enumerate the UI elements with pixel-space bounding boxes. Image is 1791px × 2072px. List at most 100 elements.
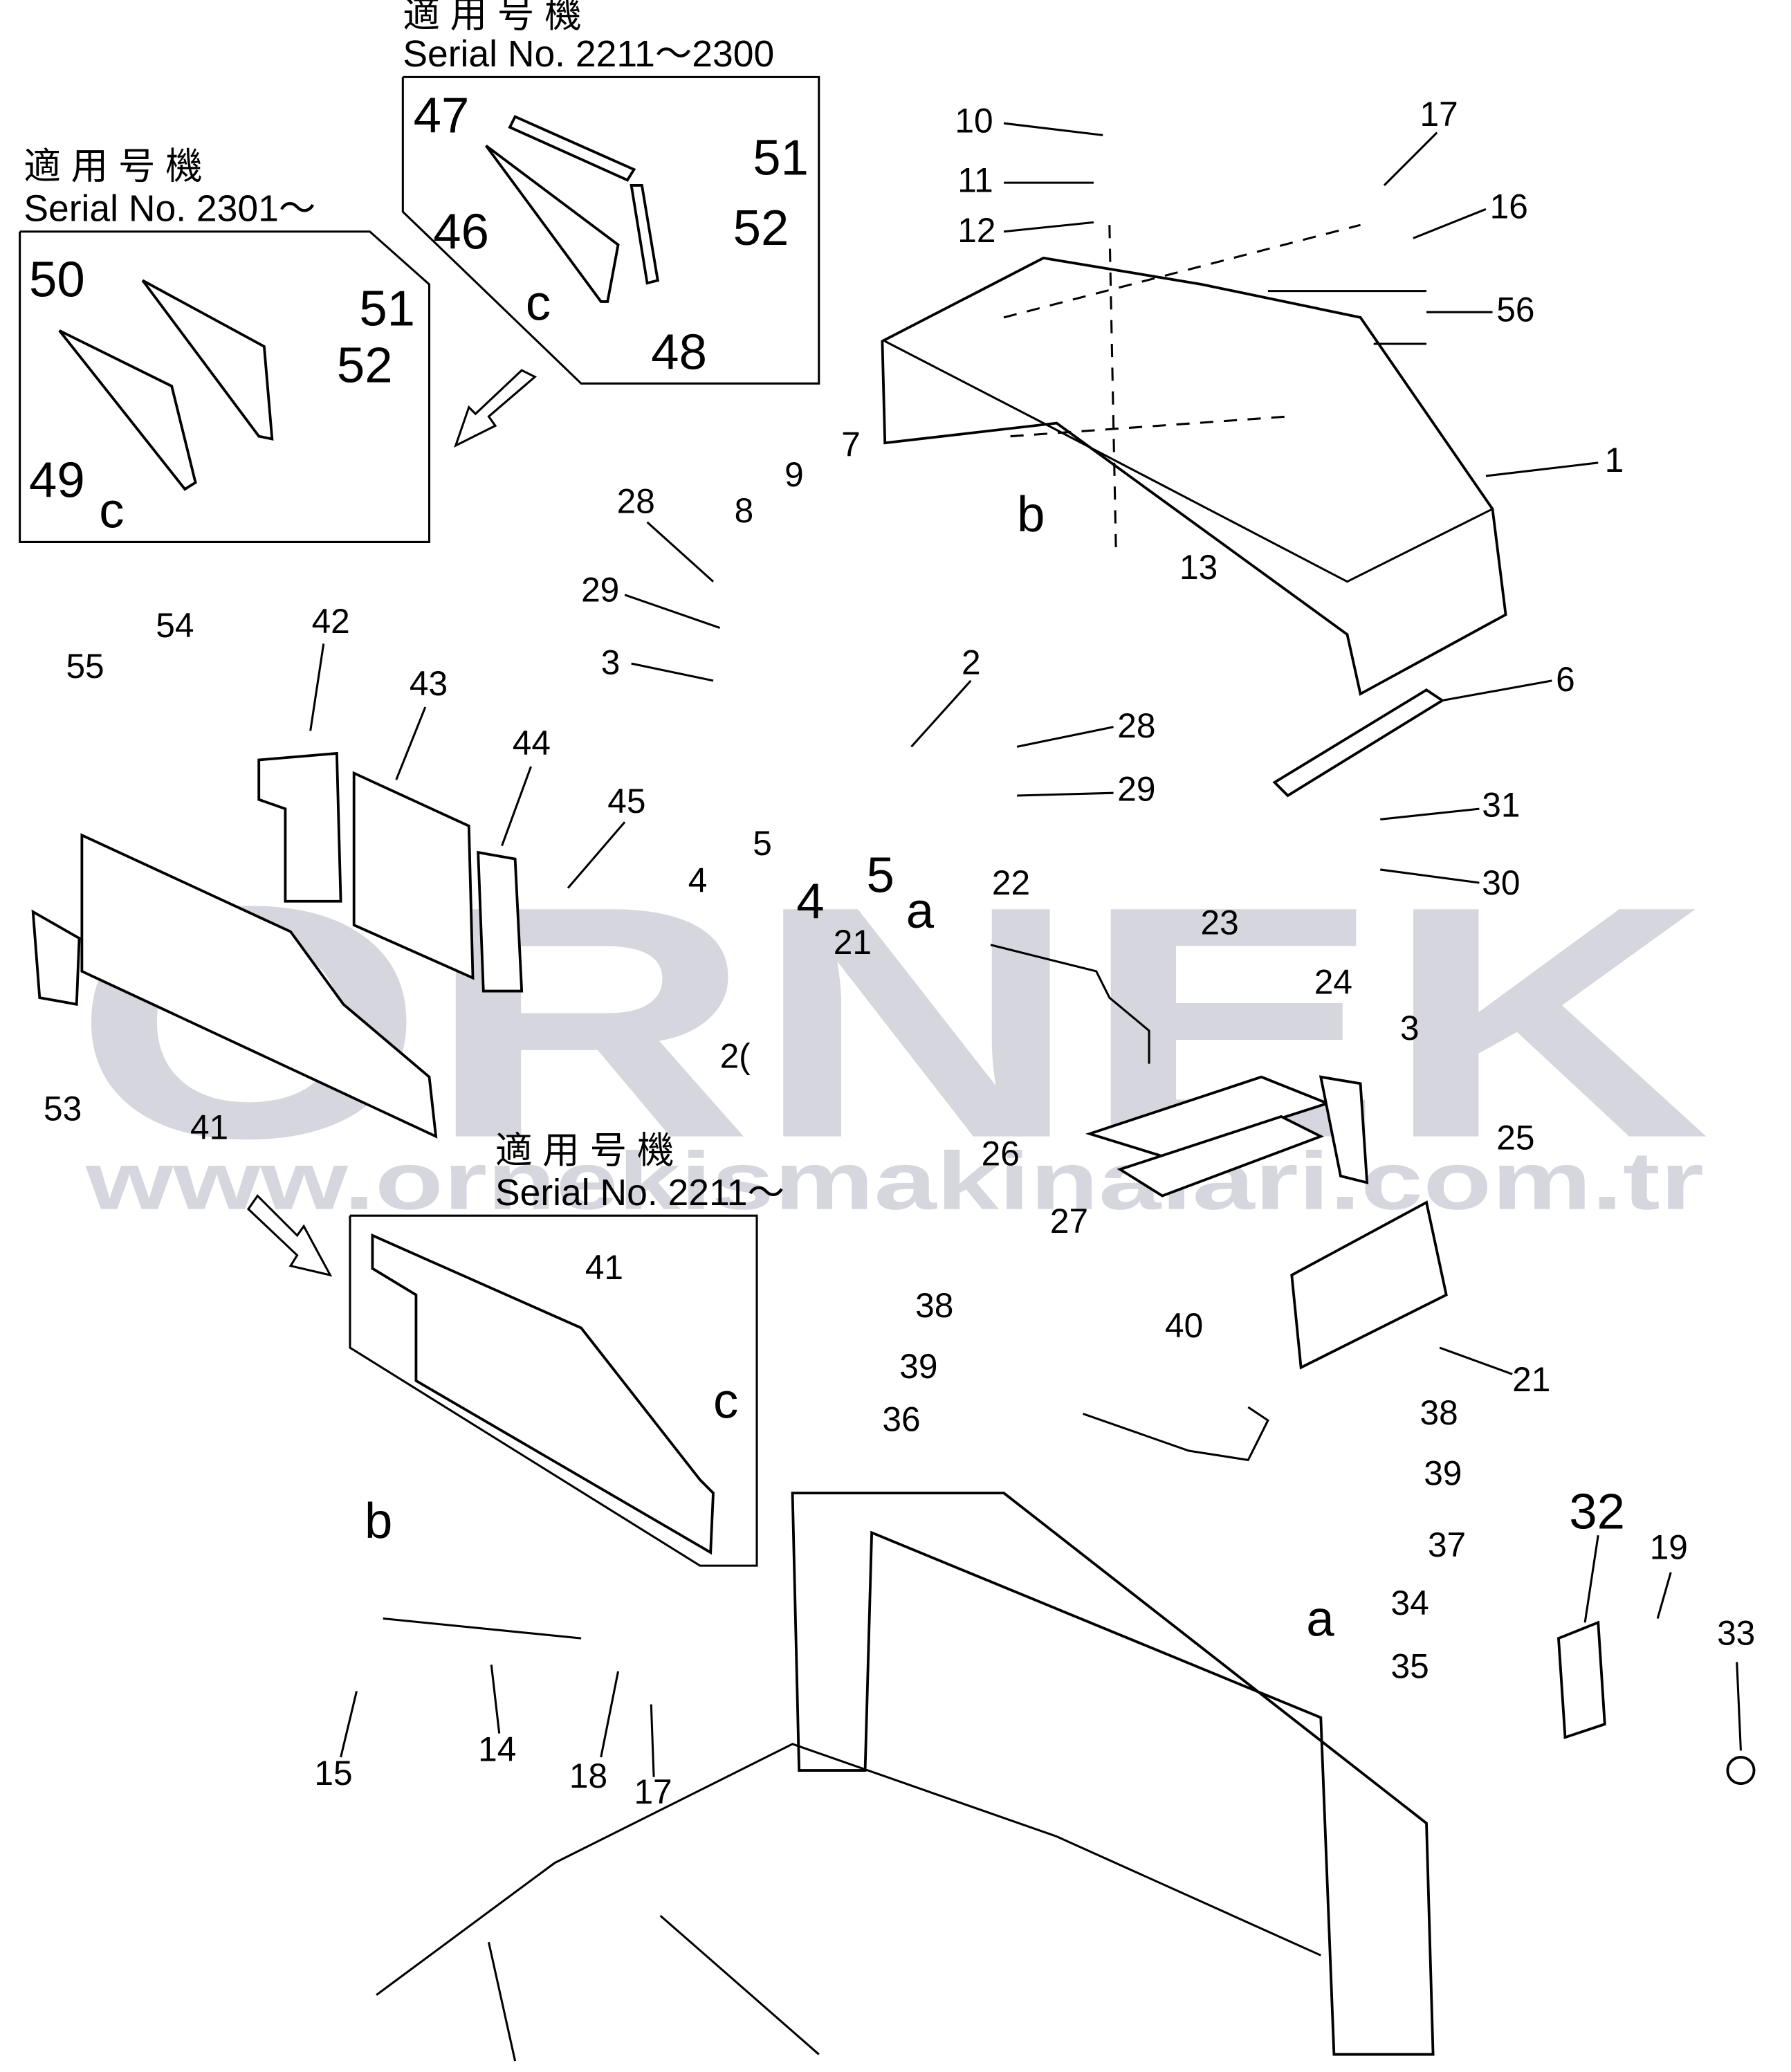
callout: 6 (1556, 660, 1575, 699)
callout: 4 (796, 874, 824, 930)
part-53 (31, 909, 81, 1006)
callout: 40 (1165, 1306, 1203, 1345)
callout: 9 (784, 455, 804, 494)
callout: 23 (1201, 903, 1239, 942)
callout: 27 (1050, 1202, 1088, 1240)
inset-3-applicable: 適 用 号 機 (495, 1130, 674, 1171)
callout: 28 (617, 482, 655, 520)
callout: 37 (1428, 1525, 1466, 1564)
inset-1-label: 52 (733, 200, 789, 256)
callout: 8 (735, 491, 754, 530)
hood-dashed-line (1108, 225, 1117, 556)
callout: 7 (841, 425, 861, 464)
inset-3-label: c (713, 1373, 738, 1429)
part-40 (1083, 1406, 1269, 1462)
callout: 44 (513, 724, 551, 762)
part-47 (508, 115, 636, 182)
frame-base (659, 1914, 820, 2055)
callout: 24 (1314, 962, 1352, 1001)
part-49 (58, 329, 197, 491)
inset-1-applicable: 適 用 号 機 (403, 0, 581, 35)
part-27 (1117, 1115, 1325, 1198)
callout: a (906, 883, 935, 939)
callout: 29 (581, 570, 619, 609)
callout: 12 (957, 211, 995, 250)
arrow-icon (246, 1194, 333, 1277)
callout: 53 (44, 1090, 82, 1128)
callout: 36 (882, 1400, 920, 1438)
leader-lines (309, 122, 1742, 1777)
part-44 (477, 850, 524, 993)
callout: 19 (1650, 1528, 1688, 1567)
part-46 (485, 145, 620, 303)
inset-2-label: c (99, 482, 124, 538)
callout: 28 (1117, 706, 1155, 745)
callout: 25 (1496, 1119, 1534, 1157)
inset-1-label: 51 (753, 130, 809, 186)
callout: 29 (1117, 770, 1155, 809)
callout: 5 (753, 824, 772, 863)
inset-box-2301 (19, 230, 431, 543)
callout: 33 (1717, 1614, 1755, 1653)
callout: 38 (1420, 1393, 1458, 1432)
callout: 1 (1605, 441, 1624, 479)
inset-2-applicable: 適 用 号 機 (24, 146, 202, 187)
inset-1-label: 48 (651, 324, 707, 380)
frame-base (376, 1743, 1321, 1996)
part-50 (141, 279, 274, 441)
callout: 15 (314, 1754, 352, 1793)
frame-base (487, 1941, 517, 2062)
inset-3-serial: Serial No. 2211～ (495, 1173, 784, 1213)
inset-3-label: 41 (585, 1248, 623, 1287)
callout: 54 (156, 606, 194, 645)
part-41-variant (371, 1233, 715, 1555)
callout: 3 (1400, 1009, 1420, 1047)
callout: 5 (866, 847, 894, 903)
callout: 17 (1420, 95, 1458, 134)
callout: 43 (410, 664, 448, 703)
callout: a (1306, 1590, 1334, 1647)
inset-box-2211 (349, 1214, 758, 1567)
callout: 45 (607, 782, 645, 820)
callout-labels: 10 11 12 17 16 56 1 7 9 8 b 13 28 29 3 2… (44, 95, 1755, 1811)
part-21 (1290, 1200, 1448, 1370)
part-43 (352, 771, 475, 980)
callout: 39 (1424, 1454, 1462, 1493)
callout: 30 (1482, 863, 1520, 902)
inset-2-label: 52 (337, 337, 393, 393)
callout: 21 (1512, 1360, 1550, 1399)
callout: b (1017, 486, 1045, 542)
callout: 56 (1496, 291, 1534, 329)
callout: 22 (992, 863, 1030, 902)
callout: 14 (478, 1730, 516, 1769)
part-33-washer (1726, 1756, 1756, 1786)
callout: 39 (899, 1347, 937, 1386)
part-48 (630, 184, 660, 285)
inset-1-label: 47 (414, 88, 470, 144)
part-25 (1319, 1075, 1369, 1184)
callout: 42 (312, 602, 350, 641)
inset-2-label: 51 (359, 280, 415, 336)
inset-1-label: c (526, 275, 551, 331)
inset-1-serial: Serial No. 2211～2300 (403, 34, 774, 75)
callout: 2( (720, 1036, 751, 1075)
inset-box-2211-2300 (401, 75, 820, 385)
inset-2-label: 49 (29, 452, 85, 508)
callout: 38 (915, 1286, 953, 1325)
callout: 13 (1179, 548, 1218, 587)
callout: 2 (962, 643, 981, 681)
callout: 18 (569, 1757, 607, 1795)
part-32 (1556, 1620, 1606, 1739)
callout: 31 (1482, 786, 1520, 825)
part-6 (1272, 688, 1445, 798)
callout: 26 (982, 1135, 1020, 1173)
inset-1-label: 46 (433, 204, 489, 260)
part-1-hood (881, 256, 1507, 696)
callout: 3 (601, 643, 621, 681)
part-14-rod (383, 1617, 582, 1640)
callout: 32 (1569, 1484, 1625, 1540)
callout: 4 (688, 861, 708, 899)
callout: 35 (1390, 1647, 1429, 1685)
callout: 21 (834, 923, 872, 962)
